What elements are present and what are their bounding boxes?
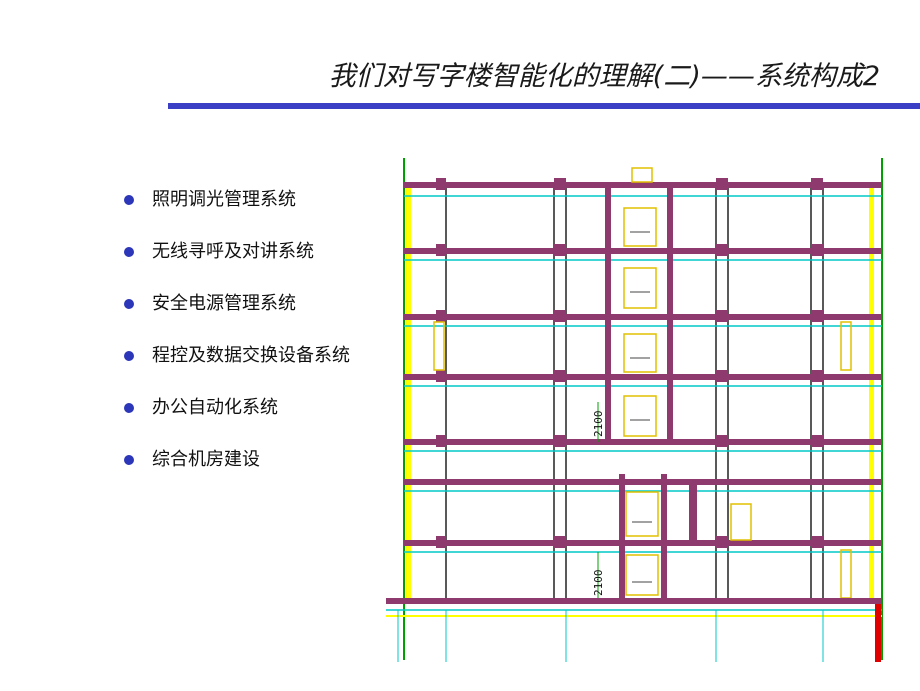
dimension-label: 2100 xyxy=(592,411,605,438)
bullet-dot-icon xyxy=(124,455,134,465)
list-item-label: 无线寻呼及对讲系统 xyxy=(152,241,314,262)
list-item: 安全电源管理系统 xyxy=(120,290,350,342)
slide-title: 我们对写字楼智能化的理解(二)——系统构成2 xyxy=(328,61,880,92)
bullet-dot-icon xyxy=(124,299,134,309)
list-item: 程控及数据交换设备系统 xyxy=(120,342,350,394)
list-item-label: 综合机房建设 xyxy=(152,449,260,470)
list-item: 无线寻呼及对讲系统 xyxy=(120,238,350,290)
dimension-label: 2100 xyxy=(592,570,605,597)
list-item: 照明调光管理系统 xyxy=(120,186,350,238)
list-item: 办公自动化系统 xyxy=(120,394,350,446)
list-item: 综合机房建设 xyxy=(120,446,350,498)
bullet-dot-icon xyxy=(124,403,134,413)
system-list: 照明调光管理系统 无线寻呼及对讲系统 安全电源管理系统 程控及数据交换设备系统 … xyxy=(120,186,350,498)
list-item-label: 照明调光管理系统 xyxy=(152,189,296,210)
bullet-dot-icon xyxy=(124,247,134,257)
title-underline xyxy=(168,103,920,109)
list-item-label: 安全电源管理系统 xyxy=(152,293,296,314)
building-section-drawing: 2100 2100 xyxy=(386,158,883,662)
list-item-label: 办公自动化系统 xyxy=(152,397,278,418)
bullet-dot-icon xyxy=(124,351,134,361)
bullet-dot-icon xyxy=(124,195,134,205)
list-item-label: 程控及数据交换设备系统 xyxy=(152,345,350,366)
